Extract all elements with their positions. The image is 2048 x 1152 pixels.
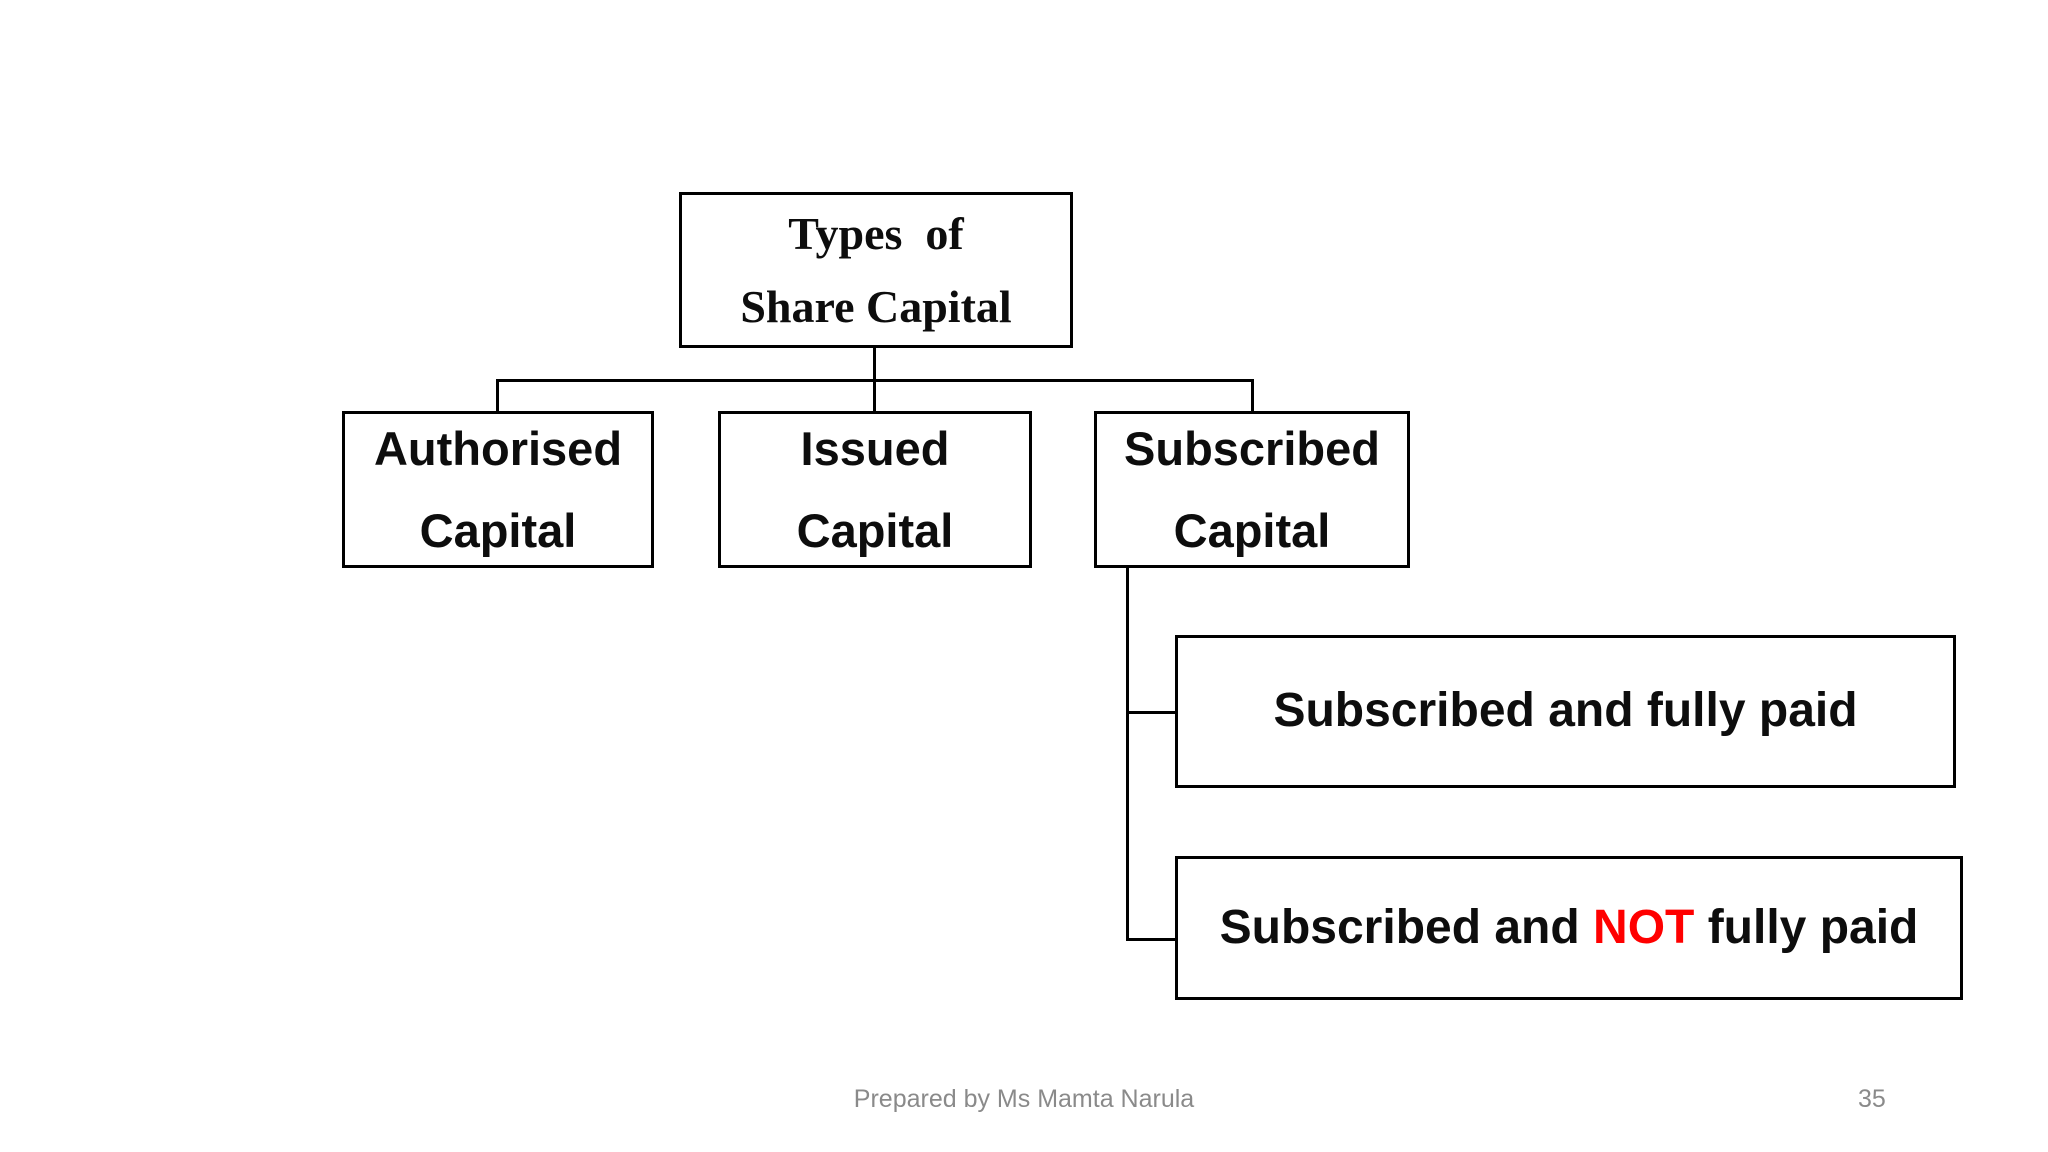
connector-drop-subscribed xyxy=(1251,379,1254,413)
connector-stub-fully-paid xyxy=(1126,711,1178,714)
not-fully-paid-suffix: fully paid xyxy=(1694,900,1919,954)
subscribed-capital-box: Subscribed Capital xyxy=(1094,411,1410,568)
types-of-share-capital-box: Types of Share Capital xyxy=(679,192,1073,348)
connector-stub-not-fully-paid xyxy=(1126,938,1178,941)
authorised-capital-box: Authorised Capital xyxy=(342,411,654,568)
subscribed-fully-paid-box: Subscribed and fully paid xyxy=(1175,635,1956,788)
issued-capital-label: Issued Capital xyxy=(796,421,954,557)
issued-capital-box: Issued Capital xyxy=(718,411,1032,568)
not-fully-paid-prefix: Subscribed and xyxy=(1219,900,1594,954)
page-number: 35 xyxy=(1858,1085,1886,1113)
connector-root-stub xyxy=(873,347,876,382)
subscribed-not-fully-paid-label: Subscribed and NOT fully paid xyxy=(1219,900,1919,955)
types-of-share-capital-label: Types of Share Capital xyxy=(740,208,1012,332)
not-highlight: NOT xyxy=(1593,900,1695,954)
footer-prepared-by: Prepared by Ms Mamta Narula xyxy=(853,1085,1195,1113)
subscribed-not-fully-paid-box: Subscribed and NOT fully paid xyxy=(1175,856,1963,1000)
authorised-capital-label: Authorised Capital xyxy=(373,421,623,557)
connector-drop-issued xyxy=(873,379,876,413)
subscribed-capital-label: Subscribed Capital xyxy=(1124,421,1380,557)
subscribed-fully-paid-label: Subscribed and fully paid xyxy=(1273,684,1858,738)
connector-drop-authorised xyxy=(496,379,499,413)
connector-subscribed-vertical xyxy=(1126,566,1129,941)
